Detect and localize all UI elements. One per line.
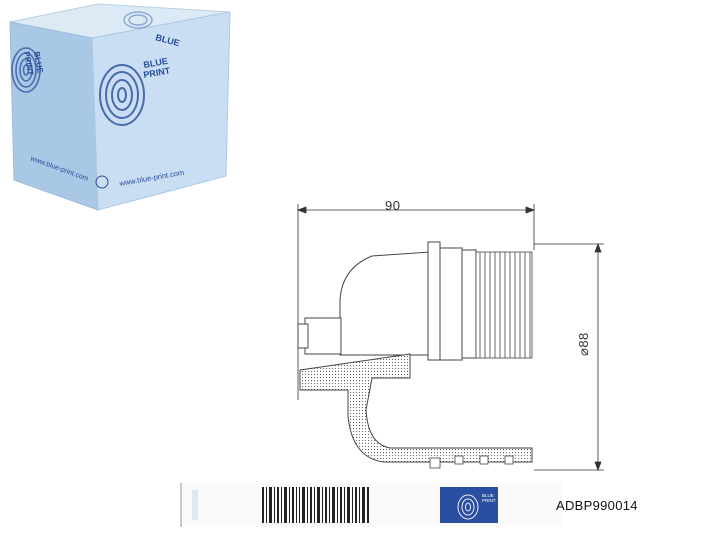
box-brand-side-line2: PRINT xyxy=(22,51,35,76)
barcode xyxy=(262,487,369,523)
filter-collar xyxy=(427,241,477,361)
product-label-strip xyxy=(180,483,562,527)
label-vertical-tag xyxy=(192,490,198,520)
part-number: ADBP990014 xyxy=(556,498,638,513)
logo-brand-line1: BLUE xyxy=(482,493,494,498)
fingerprint-logo-right xyxy=(99,64,145,126)
box-brand-front-line1: BLUE xyxy=(143,56,169,70)
blue-print-logo: BLUE PRINT xyxy=(440,487,498,523)
filter-housing-outline xyxy=(297,251,431,356)
fingerprint-logo-top xyxy=(123,11,153,29)
width-dimension-label: 90 xyxy=(385,198,401,213)
box-brand-side-line1: BLUE xyxy=(32,51,45,75)
box-brand-front-line2: PRINT xyxy=(143,65,172,80)
hatched-section xyxy=(299,353,533,463)
fingerprint-logo xyxy=(11,47,41,93)
logo-brand-line2: PRINT xyxy=(482,498,496,503)
diameter-dimension-label: ⌀88 xyxy=(576,332,591,356)
section-teeth xyxy=(429,455,514,469)
technical-drawing xyxy=(296,204,604,472)
diameter-dimension-line xyxy=(534,242,604,472)
product-box-image: BLUE BLUE PRINT BLUE PRINT www.blue-prin… xyxy=(9,3,231,211)
width-dimension-line xyxy=(296,204,536,400)
threaded-section xyxy=(475,251,533,359)
badge-icon xyxy=(95,175,109,189)
